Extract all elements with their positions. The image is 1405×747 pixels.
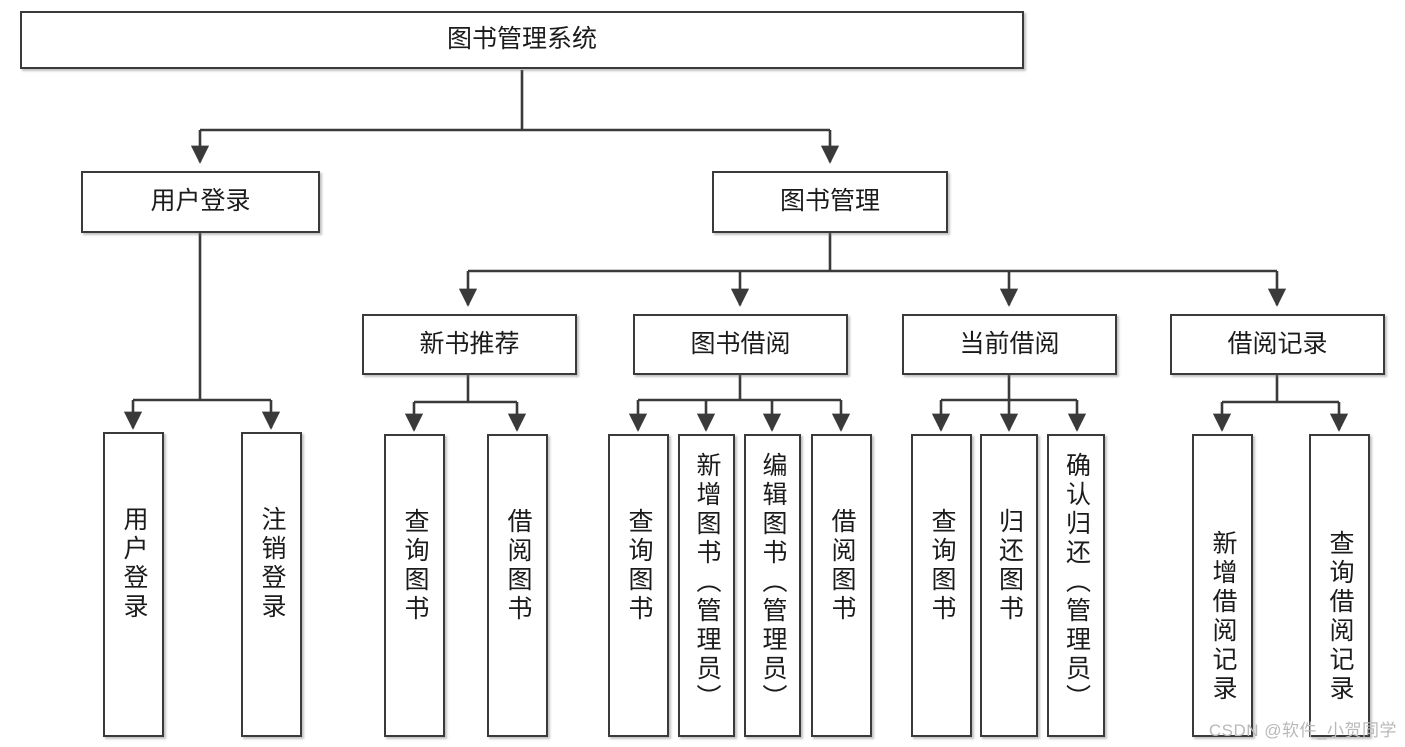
node-label: 查询借阅记录 <box>1326 530 1354 704</box>
node-label: 借阅图书 <box>504 508 532 624</box>
leaf-query-book-current[interactable]: 查询图书 <box>911 434 972 737</box>
node-new-book-recommend[interactable]: 新书推荐 <box>362 314 577 375</box>
node-label: 图书管理 <box>779 187 880 216</box>
leaf-logout[interactable]: 注销登录 <box>241 432 302 737</box>
node-label: 归还图书 <box>995 508 1024 624</box>
leaf-return-book[interactable]: 归还图书 <box>980 434 1038 737</box>
leaf-query-book-borrow[interactable]: 查询图书 <box>608 434 669 737</box>
node-label: 用户登录 <box>120 506 148 622</box>
leaf-add-borrow-record[interactable]: 新增借阅记录 <box>1192 434 1253 737</box>
node-label: 查询图书 <box>401 508 429 624</box>
node-label: 用户登录 <box>150 187 251 216</box>
node-user-login[interactable]: 用户登录 <box>81 171 320 233</box>
node-label: 借阅图书 <box>828 508 856 624</box>
node-label: 图书管理系统 <box>446 25 597 54</box>
node-root[interactable]: 图书管理系统 <box>20 11 1024 69</box>
leaf-borrow-book[interactable]: 借阅图书 <box>811 434 872 737</box>
node-label: 图书借阅 <box>690 329 791 358</box>
node-label: 确认归还（管理员） <box>1062 452 1091 713</box>
node-book-borrow[interactable]: 图书借阅 <box>633 314 848 375</box>
leaf-query-book-recommend[interactable]: 查询图书 <box>384 434 445 737</box>
node-borrow-record[interactable]: 借阅记录 <box>1170 314 1385 375</box>
node-book-management[interactable]: 图书管理 <box>712 171 948 233</box>
node-label: 查询图书 <box>928 508 956 624</box>
node-label: 当前借阅 <box>959 329 1060 358</box>
leaf-borrow-book-recommend[interactable]: 借阅图书 <box>487 434 548 737</box>
node-current-borrow[interactable]: 当前借阅 <box>902 314 1117 375</box>
leaf-query-borrow-record[interactable]: 查询借阅记录 <box>1309 434 1370 737</box>
node-label: 新书推荐 <box>419 329 520 358</box>
leaf-user-login[interactable]: 用户登录 <box>103 432 164 737</box>
leaf-add-book-admin[interactable]: 新增图书（管理员） <box>678 434 735 737</box>
node-label: 编辑图书（管理员） <box>759 452 787 713</box>
node-label: 查询图书 <box>625 508 653 624</box>
node-label: 新增借阅记录 <box>1209 530 1237 704</box>
node-label: 注销登录 <box>258 506 286 622</box>
node-label: 借阅记录 <box>1227 329 1328 358</box>
node-label: 新增图书（管理员） <box>693 452 721 713</box>
csdn-watermark: CSDN @软件_小贺同学 <box>1208 721 1397 740</box>
leaf-edit-book-admin[interactable]: 编辑图书（管理员） <box>744 434 801 737</box>
leaf-confirm-return-admin[interactable]: 确认归还（管理员） <box>1047 434 1105 737</box>
